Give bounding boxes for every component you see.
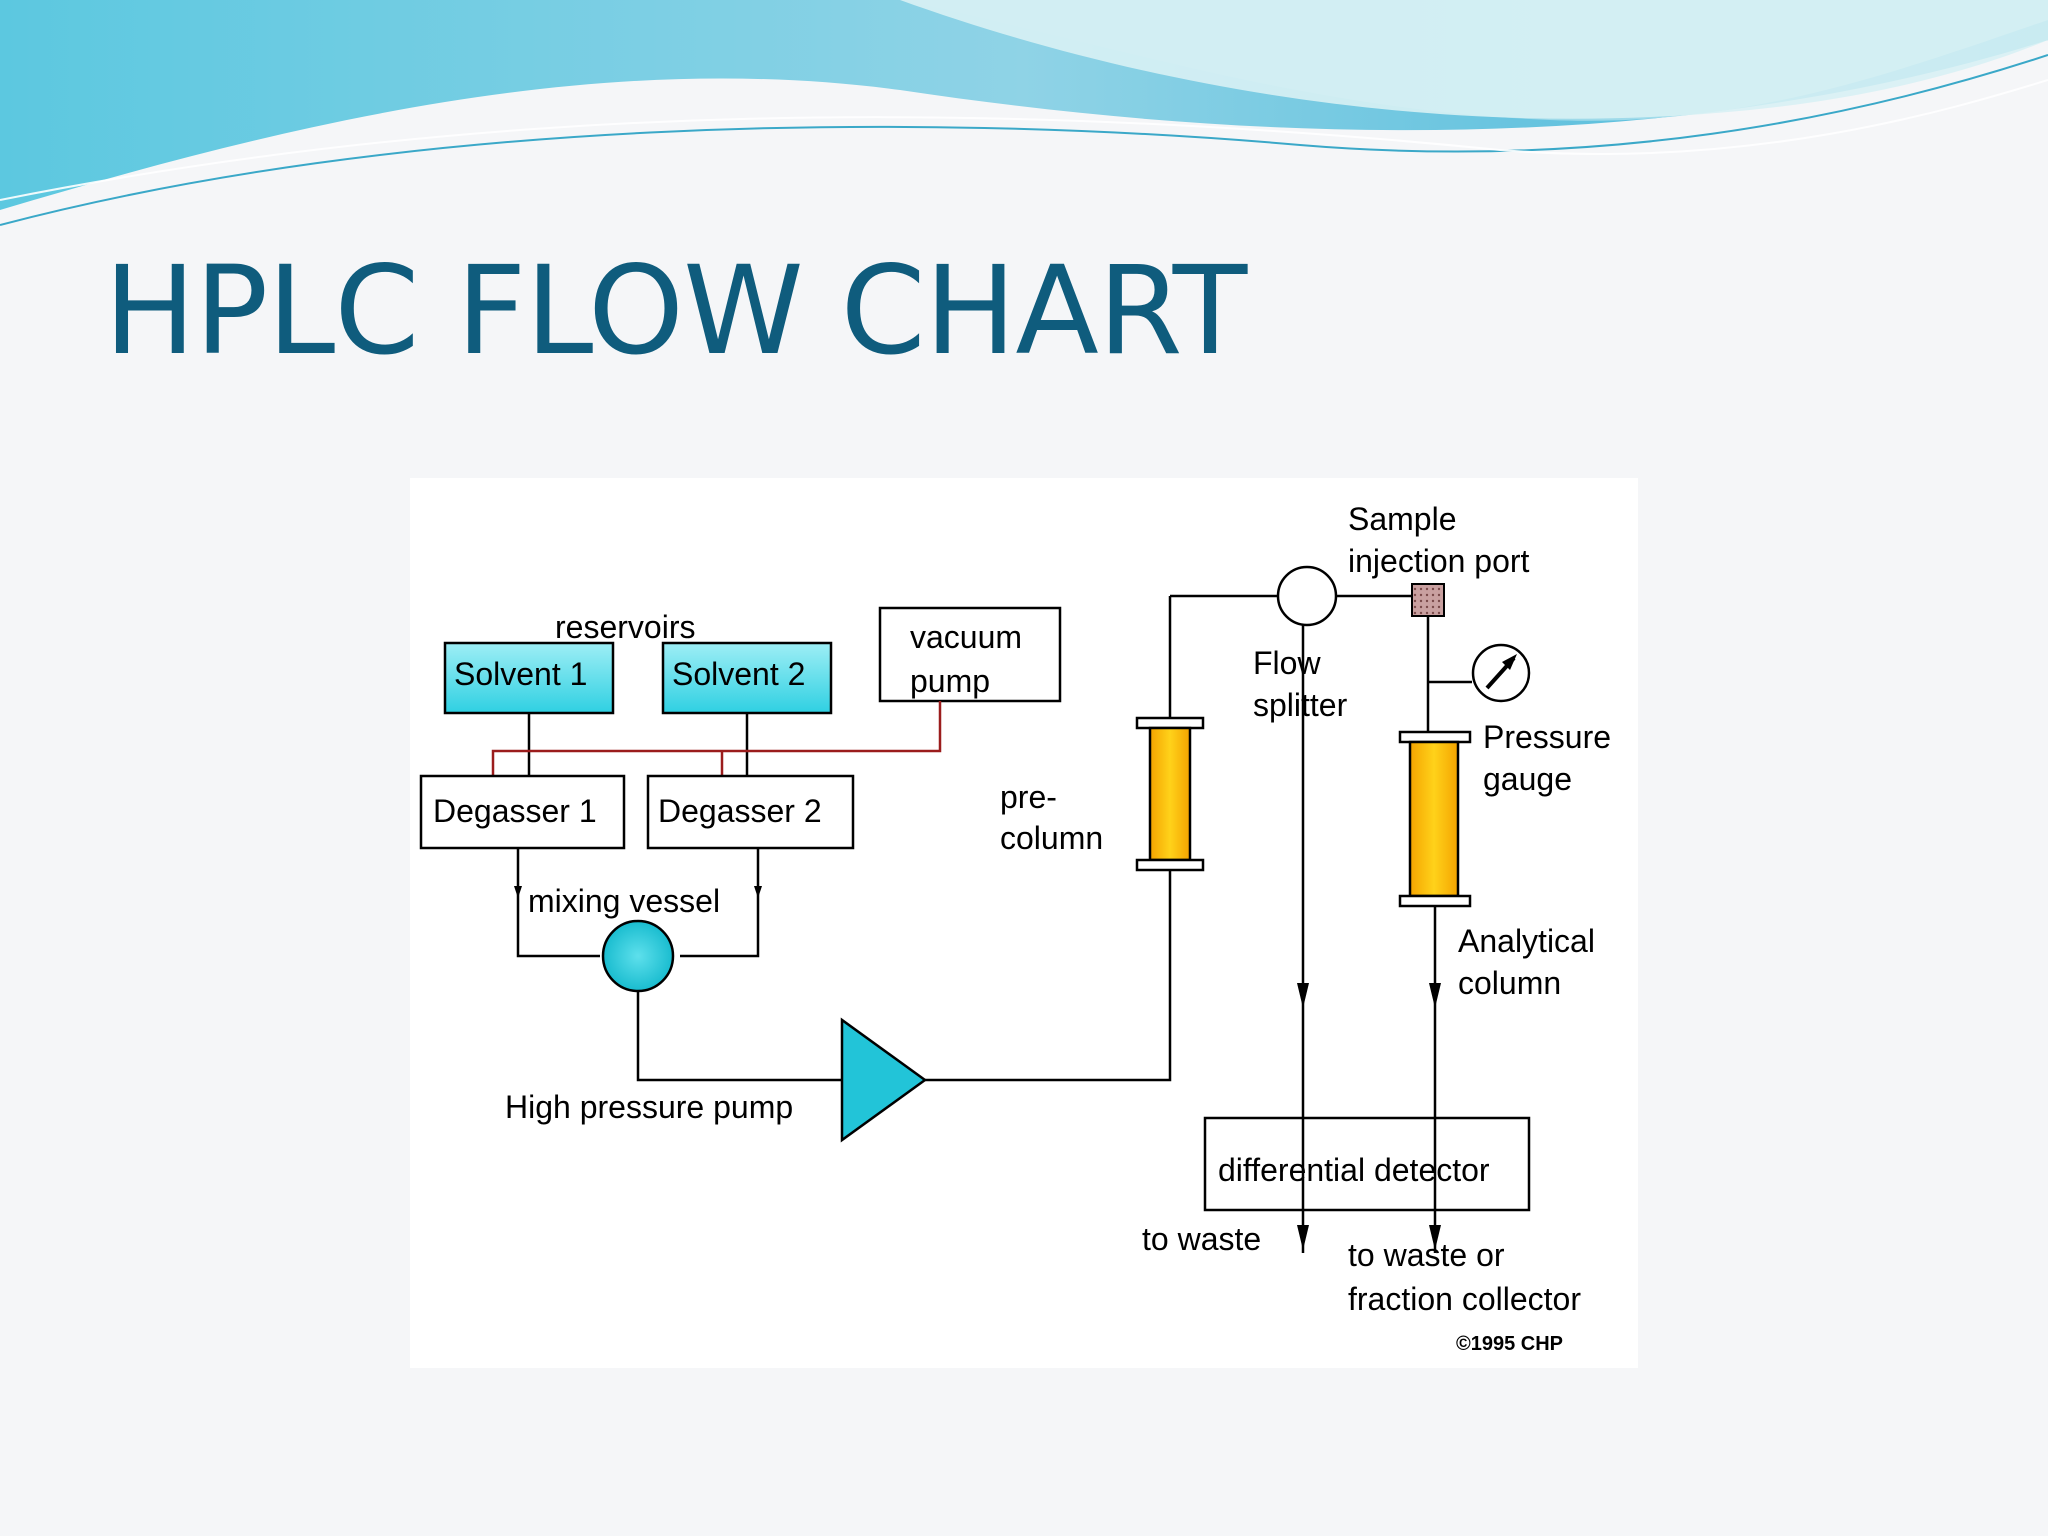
pressure-gauge-icon: [1471, 643, 1531, 703]
solvent-2-reservoir: Solvent 2: [661, 641, 833, 715]
flow-splitter: [1276, 565, 1338, 627]
degasser-2-label: Degasser 2: [658, 793, 822, 829]
degasser-1: Degasser 1: [419, 774, 626, 850]
copyright-label: ©1995 CHP: [1456, 1333, 1563, 1355]
degasser-1-label: Degasser 1: [433, 793, 597, 829]
high-pressure-pump: [840, 1017, 928, 1143]
flow-splitter-label-line2: splitter: [1253, 687, 1348, 723]
analytical-column: [1398, 730, 1472, 908]
high-pressure-pump-label: High pressure pump: [505, 1089, 793, 1125]
sample-injection-port: [1411, 583, 1445, 617]
sample-port-label-line1: Sample: [1348, 501, 1457, 537]
differential-detector: [1203, 1116, 1531, 1212]
solvent-1-label: Solvent 1: [454, 656, 587, 692]
mixing-vessel: [601, 919, 675, 993]
to-waste-label: to waste: [1142, 1221, 1261, 1257]
vacuum-line: [491, 701, 942, 776]
vacuum-pump-label-line1: vacuum: [910, 619, 1022, 655]
pressure-gauge-label-line1: Pressure: [1483, 719, 1611, 755]
pressure-gauge-label-line2: gauge: [1483, 761, 1572, 797]
vacuum-pump-label-line2: pump: [910, 663, 990, 699]
differential-detector-label: differential detector: [1218, 1152, 1490, 1188]
reservoirs-label: reservoirs: [555, 609, 695, 645]
solvent-2-label: Solvent 2: [672, 656, 805, 692]
hplc-diagram: reservoirs Solvent 1 Solvent 2 vacuum pu…: [410, 478, 1638, 1368]
pre-column-label-line1: pre-: [1000, 779, 1057, 815]
pre-column: [1135, 716, 1205, 872]
analytical-column-label-line2: column: [1458, 965, 1561, 1001]
to-waste-or-label-line2: fraction collector: [1348, 1281, 1581, 1317]
degasser-2: Degasser 2: [646, 774, 855, 850]
mixing-vessel-label: mixing vessel: [528, 883, 720, 919]
to-waste-or-label-line1: to waste or: [1348, 1237, 1505, 1273]
solvent-1-reservoir: Solvent 1: [443, 641, 615, 715]
vacuum-pump: vacuum pump: [878, 606, 1062, 703]
analytical-column-label-line1: Analytical: [1458, 923, 1595, 959]
header-wave-decoration: [0, 0, 2048, 226]
flow-splitter-label-line1: Flow: [1253, 645, 1321, 681]
sample-port-label-line2: injection port: [1348, 543, 1530, 579]
page-title: HPLC FLOW CHART: [104, 240, 1247, 382]
pre-column-label-line2: column: [1000, 820, 1103, 856]
